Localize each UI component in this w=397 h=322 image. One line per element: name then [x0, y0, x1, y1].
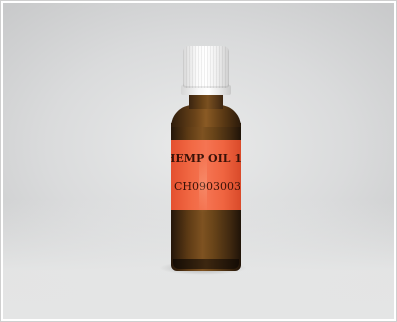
- bottle-label: HEMP OIL 10ML CH0903003: [171, 140, 241, 210]
- label-product-name-text: HEMP OIL 10ML: [171, 152, 241, 165]
- bottle-base: [173, 259, 239, 269]
- label-batch-code: CH0903003: [174, 180, 240, 193]
- glass-glare: [199, 153, 207, 213]
- bottle-neck: [189, 95, 223, 109]
- cap-ring: [181, 85, 231, 95]
- bottle-cap: [183, 46, 229, 88]
- product-photo: HEMP OIL 10ML CH0903003: [3, 3, 394, 319]
- label-product-name: HEMP OIL 10ML: [171, 152, 241, 168]
- bottle-shoulder: [171, 105, 241, 127]
